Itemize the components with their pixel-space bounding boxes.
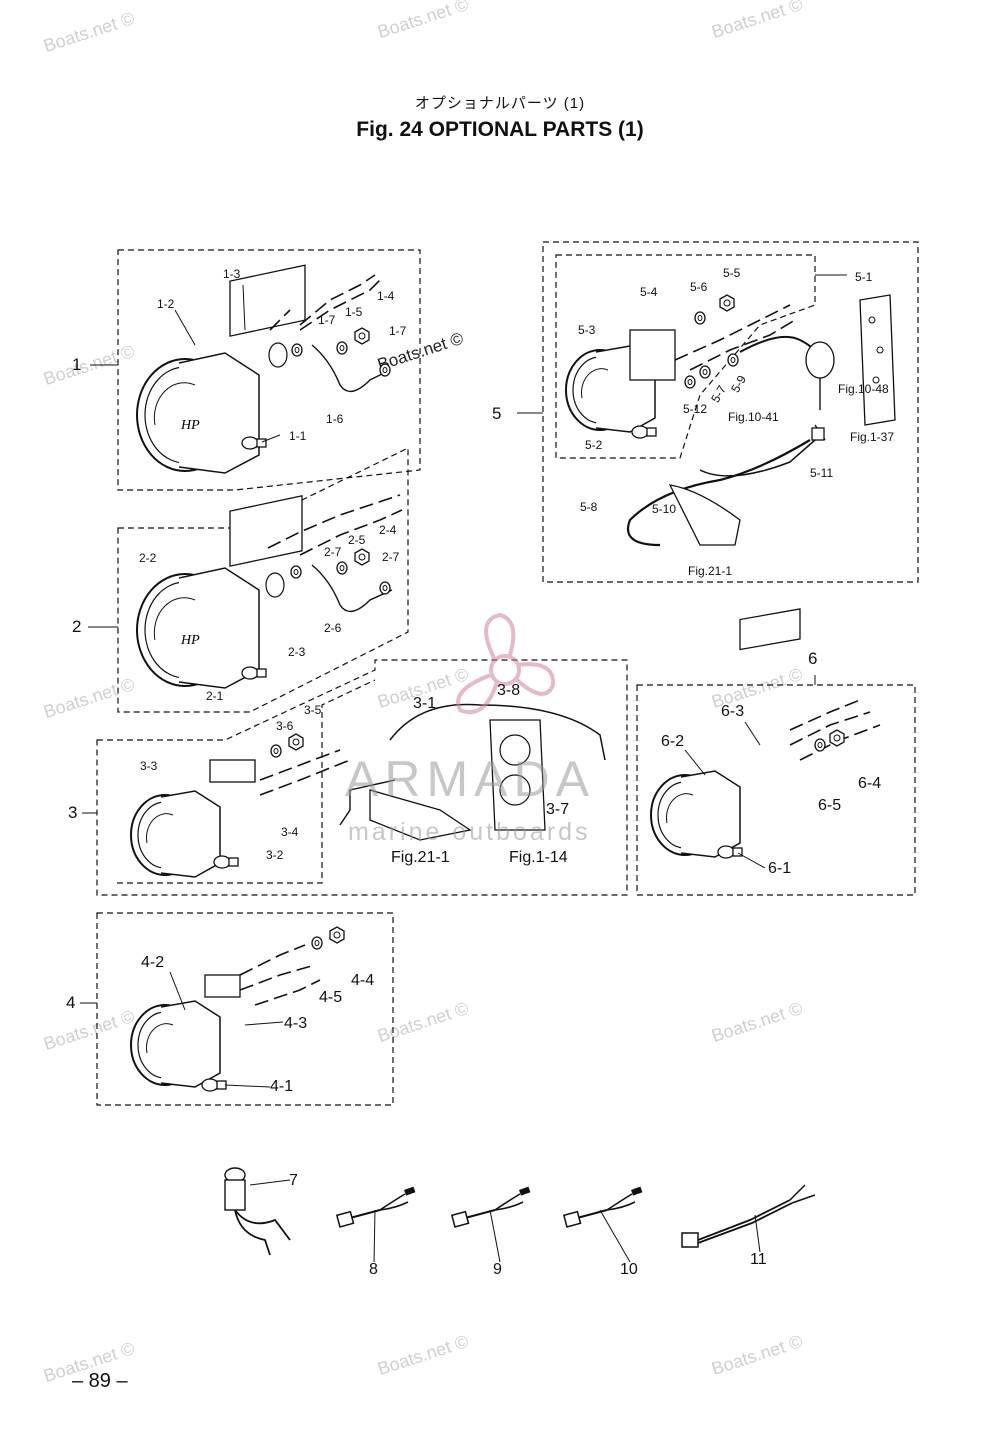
group-5-boundary [542,241,919,583]
armada-logo [456,612,556,714]
part-label: 1-7 [389,324,407,338]
part-label: 7 [289,1172,298,1189]
part-label: 2-7 [324,545,342,559]
part-label: 5-2 [585,438,603,452]
part-label: 4-5 [319,989,343,1006]
part-label: 1-3 [223,267,241,281]
part-label: 10 [620,1261,638,1278]
part-label: 1-1 [289,429,307,443]
group-number-2: 2 [72,617,82,636]
part-label: 5-5 [723,266,741,280]
group-number-6: 6 [808,649,818,668]
part-label: 6-3 [721,703,745,720]
part-label: 2-1 [206,689,224,703]
group-3-boundary [96,659,628,896]
part-label: 1-4 [377,289,395,303]
reference-label: Fig.10-41 [728,410,779,424]
part-label: 6-4 [858,775,882,792]
trim-switch-7 [224,1167,291,1256]
part-label: 3-3 [140,759,158,773]
part-label: 3-6 [276,719,294,733]
figure-title: Fig. 24 OPTIONAL PARTS (1) [356,118,644,141]
part-label: 6-2 [661,733,685,750]
part-label: 11 [750,1251,767,1268]
logo-tagline: marine outboards [348,818,591,846]
group-1-boundary [117,249,421,491]
part-label: 3-1 [413,695,437,712]
part-label: 1-2 [157,297,175,311]
group-number-4: 4 [66,993,76,1012]
part-label: 1-7 [318,313,336,327]
part-label: 2-6 [324,621,342,635]
part-label: 5-10 [652,502,677,516]
part-label: 3-7 [546,801,570,818]
part-label: 4-1 [270,1078,294,1095]
reference-label: Fig.10-48 [838,382,889,396]
group-number-3: 3 [68,803,78,822]
part-label: 3-4 [281,825,299,839]
harness-8 [335,1185,417,1228]
part-label: 2-3 [288,645,306,659]
group-number-1: 1 [72,355,82,374]
part-label: 5-4 [640,285,658,299]
group-6-boundary [636,684,916,896]
part-label: 4-3 [284,1015,308,1032]
harness-10 [562,1185,644,1228]
harness-9 [450,1185,532,1228]
part-label: 6-5 [818,797,842,814]
group-4-boundary [96,912,394,1106]
part-label: 3-2 [266,848,284,862]
part-label: 5-11 [810,466,834,480]
logo-wordmark: ARMADA [345,751,595,807]
figure-subtitle-japanese: オプショナルパーツ (1) [414,95,586,112]
part-label: 6-1 [768,860,792,877]
group-number-5: 5 [492,404,502,423]
part-label: 5-8 [580,500,598,514]
part-label: 4-4 [351,972,375,989]
part-label: 5-6 [690,280,708,294]
part-label: 9 [493,1261,502,1278]
page-number: – 89 – [72,1370,128,1392]
trim-meter-gauge-3 [130,790,221,878]
reference-label: Fig.21-1 [391,849,450,866]
tachometer-gauge-1 [136,352,260,474]
reference-label: Fig.1-37 [850,430,895,444]
part-label: 2-7 [382,550,400,564]
part-label: 2-5 [348,533,366,547]
part-label: 2-4 [379,523,397,537]
part-label: 1-6 [326,412,344,426]
part-label: 5-1 [855,270,873,284]
part-label: 1-5 [345,305,363,319]
part-label: 4-2 [141,954,165,971]
part-label: 3-8 [497,682,521,699]
hour-meter-gauge-6 [650,770,741,858]
reference-label: Fig.1-14 [509,849,568,866]
part-label: 8 [369,1261,378,1278]
part-label: 3-5 [304,703,322,717]
tachometer-gauge-2 [136,567,260,689]
group-2-boundary [117,447,409,713]
trim-meter-gauge-4 [130,1000,221,1088]
part-label: 2-2 [139,551,157,565]
part-label: 5-12 [683,402,708,416]
part-label: 5-3 [578,323,596,337]
reference-label: Fig.21-1 [688,564,733,578]
harness-11 [681,1184,816,1248]
